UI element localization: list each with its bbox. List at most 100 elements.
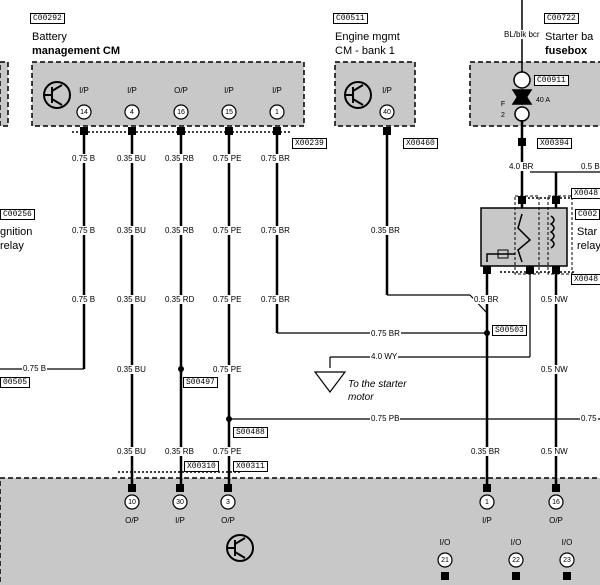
transistor-symbol-bottom — [226, 534, 254, 562]
wire-label: 0.75 PE — [212, 365, 243, 374]
wire-label: 0.75 BR — [260, 226, 291, 235]
io-pin-num: 22 — [512, 557, 520, 564]
connector-tag: X00310 — [184, 461, 219, 472]
starter-motor-symbol — [313, 371, 347, 393]
bottom-pin-dir: O/P — [549, 516, 563, 525]
wire-label: 0.5 BR — [473, 295, 500, 304]
io-pin-dir: I/O — [439, 538, 451, 547]
bms-pin-num: 1 — [275, 109, 279, 116]
wire-label: 0.35 RB — [164, 226, 195, 235]
bottom-pin-num: 10 — [128, 499, 136, 506]
wire-label: 0.35 BU — [116, 154, 147, 163]
bms-title-line2: management CM — [32, 45, 121, 57]
wire-label: 0.5 NW — [540, 447, 569, 456]
wire-label: 0.75 BR — [260, 295, 291, 304]
ecm-pin-num: 40 — [383, 109, 391, 116]
bms-pin-num: 15 — [225, 109, 233, 116]
wire-label: 0.75 PE — [212, 154, 243, 163]
wire-label: 4.0 WY — [370, 352, 399, 361]
connector-tag: X00460 — [403, 138, 438, 149]
connector-tag: X00311 — [233, 461, 268, 472]
bms-code: C00292 — [30, 13, 65, 24]
bottom-pin-dir: O/P — [125, 516, 139, 525]
ignition-relay-code: C00256 — [0, 209, 35, 220]
connector-tag: X0048 — [571, 274, 600, 285]
bottom-pin-dir: O/P — [221, 516, 235, 525]
starter-motor-note-line1: To the starter — [348, 379, 407, 390]
bottom-pin-num: 1 — [485, 499, 489, 506]
fuse-code: C00911 — [534, 75, 569, 86]
ecm-pin-dir: I/P — [382, 86, 392, 95]
transistor-symbol-bms — [43, 81, 71, 109]
wire-label: 0.75 B — [71, 154, 97, 163]
starter-relay-title-line2: relay — [577, 240, 600, 252]
fuse-number: 2 — [501, 112, 505, 119]
fuse-symbol — [511, 0, 533, 122]
fuse-label: F — [500, 101, 506, 108]
bottom-pin-num: 30 — [176, 499, 184, 506]
connector-tag: X00394 — [537, 138, 572, 149]
fusebox-code: C00722 — [544, 13, 579, 24]
bms-pin-num: 4 — [130, 109, 134, 116]
splice-tag: S00488 — [233, 427, 268, 438]
bms-pin-dir: I/P — [272, 86, 282, 95]
ecm-title-line1: Engine mgmt — [335, 31, 400, 43]
wire-label: 0.35 RD — [164, 295, 196, 304]
bms-pin-dir: I/P — [127, 86, 137, 95]
wire-label: 0.35 BU — [116, 447, 147, 456]
wire-label: 0.75 B — [22, 364, 48, 373]
wire-label: 0.75 BR — [260, 154, 291, 163]
wire-label: 0.75 PE — [212, 295, 243, 304]
splice-tag: S00497 — [183, 377, 218, 388]
ignition-relay-title-line2: relay — [0, 240, 24, 252]
transistor-symbol-ecm — [344, 81, 372, 109]
wire-label: 0.75 PB — [370, 414, 401, 423]
fuse-feed-wire: BL/blk bcr — [503, 30, 541, 39]
wire-label: 0.5 NW — [540, 295, 569, 304]
bottom-pin-num: 3 — [226, 499, 230, 506]
starter-relay-code: C002 — [575, 209, 600, 220]
wire-label: 0.75 B — [71, 295, 97, 304]
wire-label: 0.5 B — [580, 162, 600, 171]
fuse-amp: 40 A — [535, 97, 550, 104]
wire-label: 0.35 BU — [116, 226, 147, 235]
wire-label: 0.35 RB — [164, 154, 195, 163]
io-pin-num: 21 — [441, 557, 449, 564]
wire-label: 0.35 BU — [116, 295, 147, 304]
wire-label: 0.75 — [580, 414, 598, 423]
fusebox-title-line1: Starter ba — [545, 31, 594, 43]
bms-pin-dir: I/P — [79, 86, 89, 95]
wire-label: 0.75 PE — [212, 447, 243, 456]
connector-tag: X0048 — [571, 188, 600, 199]
starter-motor-note-line2: motor — [348, 392, 374, 403]
bms-pin-num: 16 — [177, 109, 185, 116]
splice-tag: 00505 — [0, 377, 31, 388]
ignition-relay-title-line1: gnition — [0, 226, 33, 238]
wire-label: 0.35 BU — [116, 365, 147, 374]
bms-pin-dir: O/P — [174, 86, 188, 95]
wire-label: 0.75 BR — [370, 329, 401, 338]
wire-label: 4.0 BR — [508, 162, 535, 171]
bottom-module-box — [0, 477, 600, 585]
io-pin-dir: I/O — [510, 538, 522, 547]
bms-title-line1: Battery — [32, 31, 67, 43]
splice-tag: S00503 — [492, 325, 527, 336]
starter-relay-title-line1: Star — [577, 226, 598, 238]
wire-label: 0.75 B — [71, 226, 97, 235]
wire-label: 0.5 NW — [540, 365, 569, 374]
bottom-pin-dir: I/P — [482, 516, 492, 525]
fusebox-title-line2: fusebox — [545, 45, 588, 57]
io-pin-num: 23 — [563, 557, 571, 564]
io-pin-dir: I/O — [561, 538, 573, 547]
bms-pin-dir: I/P — [224, 86, 234, 95]
wire-label: 0.35 RB — [164, 447, 195, 456]
bms-pin-num: 14 — [80, 109, 88, 116]
ecm-title-line2: CM - bank 1 — [335, 45, 395, 57]
connector-tag: X00239 — [292, 138, 327, 149]
fusebox-box — [469, 61, 600, 127]
bottom-pin-num: 16 — [552, 499, 560, 506]
ecm-code: C00511 — [333, 13, 368, 24]
wire-label: 0.75 PE — [212, 226, 243, 235]
